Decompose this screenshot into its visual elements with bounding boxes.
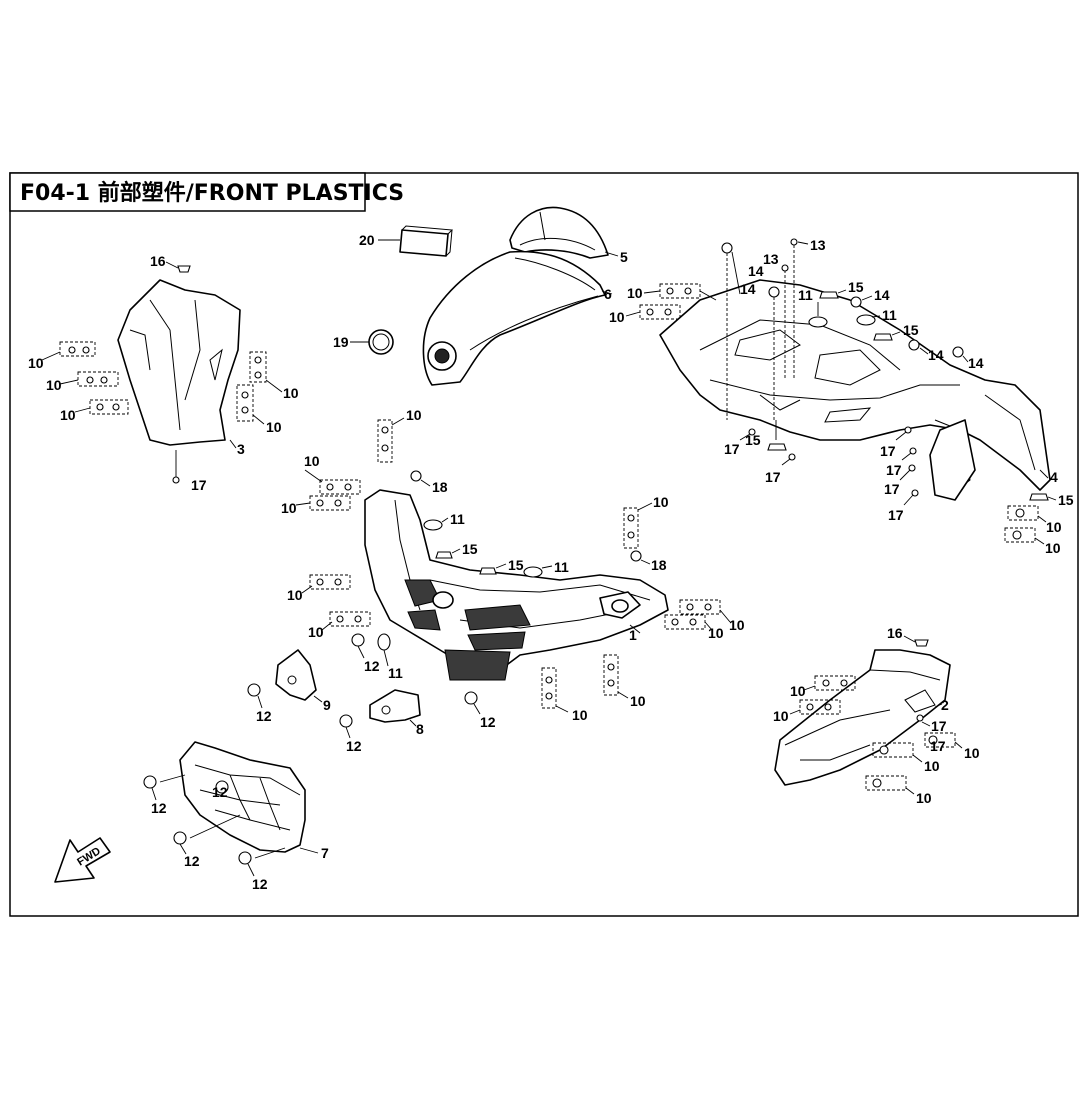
callout-4: 4 [1050, 469, 1058, 485]
callout-15: 15 [1058, 492, 1074, 508]
callout-12: 12 [346, 738, 362, 754]
callout-12: 12 [212, 784, 228, 800]
callout-17: 17 [880, 443, 896, 459]
callout-15: 15 [745, 432, 761, 448]
part-4-front-fender [659, 279, 1051, 501]
callout-14: 14 [740, 281, 756, 297]
callout-15: 15 [903, 322, 919, 338]
part-20-label-block [378, 225, 454, 257]
callout-10: 10 [630, 693, 646, 709]
callout-10: 10 [308, 624, 324, 640]
callout-10: 10 [964, 745, 980, 761]
callout-17: 17 [765, 469, 781, 485]
callout-12: 12 [480, 714, 496, 730]
title-box [9, 172, 366, 212]
callout-18: 18 [651, 557, 667, 573]
callout-8: 8 [416, 721, 424, 737]
callout-12: 12 [364, 658, 380, 674]
callout-10: 10 [304, 453, 320, 469]
callout-10: 10 [1045, 540, 1061, 556]
callout-12: 12 [252, 876, 268, 892]
callout-17: 17 [724, 441, 740, 457]
callout-10: 10 [653, 494, 669, 510]
callout-11: 11 [554, 559, 569, 575]
callout-18: 18 [432, 479, 448, 495]
callout-14: 14 [968, 355, 984, 371]
fasteners [41, 238, 1057, 877]
part-9-guard [275, 649, 323, 703]
callout-10: 10 [924, 758, 940, 774]
part-6-headlight-cover [422, 250, 613, 386]
part-7-skid-plate [179, 741, 319, 854]
callout-10: 10 [572, 707, 588, 723]
part-1-front-bumper [364, 489, 669, 681]
callout-10: 10 [60, 407, 76, 423]
callout-11: 11 [798, 287, 813, 303]
callout-11: 11 [450, 511, 465, 527]
callout-labels: 20 5 6 19 16 10 10 10 10 10 3 17 10 10 1… [28, 232, 1074, 892]
callout-10: 10 [406, 407, 422, 423]
callout-20: 20 [359, 232, 375, 248]
callout-14: 14 [874, 287, 890, 303]
callout-1: 1 [629, 627, 637, 643]
callout-17: 17 [191, 477, 207, 493]
diagram-border [9, 172, 1079, 917]
callout-10: 10 [287, 587, 303, 603]
callout-5: 5 [620, 249, 628, 265]
callout-10: 10 [708, 625, 724, 641]
callout-6: 6 [604, 286, 612, 302]
callout-9: 9 [323, 697, 331, 713]
fwd-arrow: FWD [54, 837, 111, 883]
callout-10: 10 [283, 385, 299, 401]
callout-10: 10 [281, 500, 297, 516]
callout-14: 14 [748, 263, 764, 279]
callout-12: 12 [256, 708, 272, 724]
callout-13: 13 [810, 237, 826, 253]
callout-10: 10 [46, 377, 62, 393]
callout-10: 10 [627, 285, 643, 301]
part-3-left-side-panel [117, 279, 241, 449]
callout-10: 10 [773, 708, 789, 724]
callout-7: 7 [321, 845, 329, 861]
callout-13: 13 [763, 251, 779, 267]
callout-17: 17 [931, 718, 947, 734]
callout-19: 19 [333, 334, 349, 350]
callout-10: 10 [28, 355, 44, 371]
callout-2: 2 [941, 697, 949, 713]
callout-17: 17 [884, 481, 900, 497]
callout-10: 10 [790, 683, 806, 699]
callout-17: 17 [886, 462, 902, 478]
callout-12: 12 [151, 800, 167, 816]
callout-10: 10 [916, 790, 932, 806]
diagram-title: F04-1 前部塑件/FRONT PLASTICS [20, 180, 404, 206]
callout-15: 15 [508, 557, 524, 573]
callout-17: 17 [888, 507, 904, 523]
part-19-emblem [350, 329, 394, 355]
callout-10: 10 [609, 309, 625, 325]
callout-15: 15 [848, 279, 864, 295]
callout-11: 11 [882, 307, 897, 323]
callout-15: 15 [462, 541, 478, 557]
callout-3: 3 [237, 441, 245, 457]
callout-11: 11 [388, 665, 403, 681]
callout-10: 10 [1046, 519, 1062, 535]
callout-10: 10 [729, 617, 745, 633]
part-5-visor [509, 206, 619, 259]
callout-14: 14 [928, 347, 944, 363]
callout-10: 10 [266, 419, 282, 435]
callout-17: 17 [930, 738, 946, 754]
callout-16: 16 [150, 253, 166, 269]
part-8-guard [369, 689, 421, 727]
callout-16: 16 [887, 625, 903, 641]
callout-12: 12 [184, 853, 200, 869]
